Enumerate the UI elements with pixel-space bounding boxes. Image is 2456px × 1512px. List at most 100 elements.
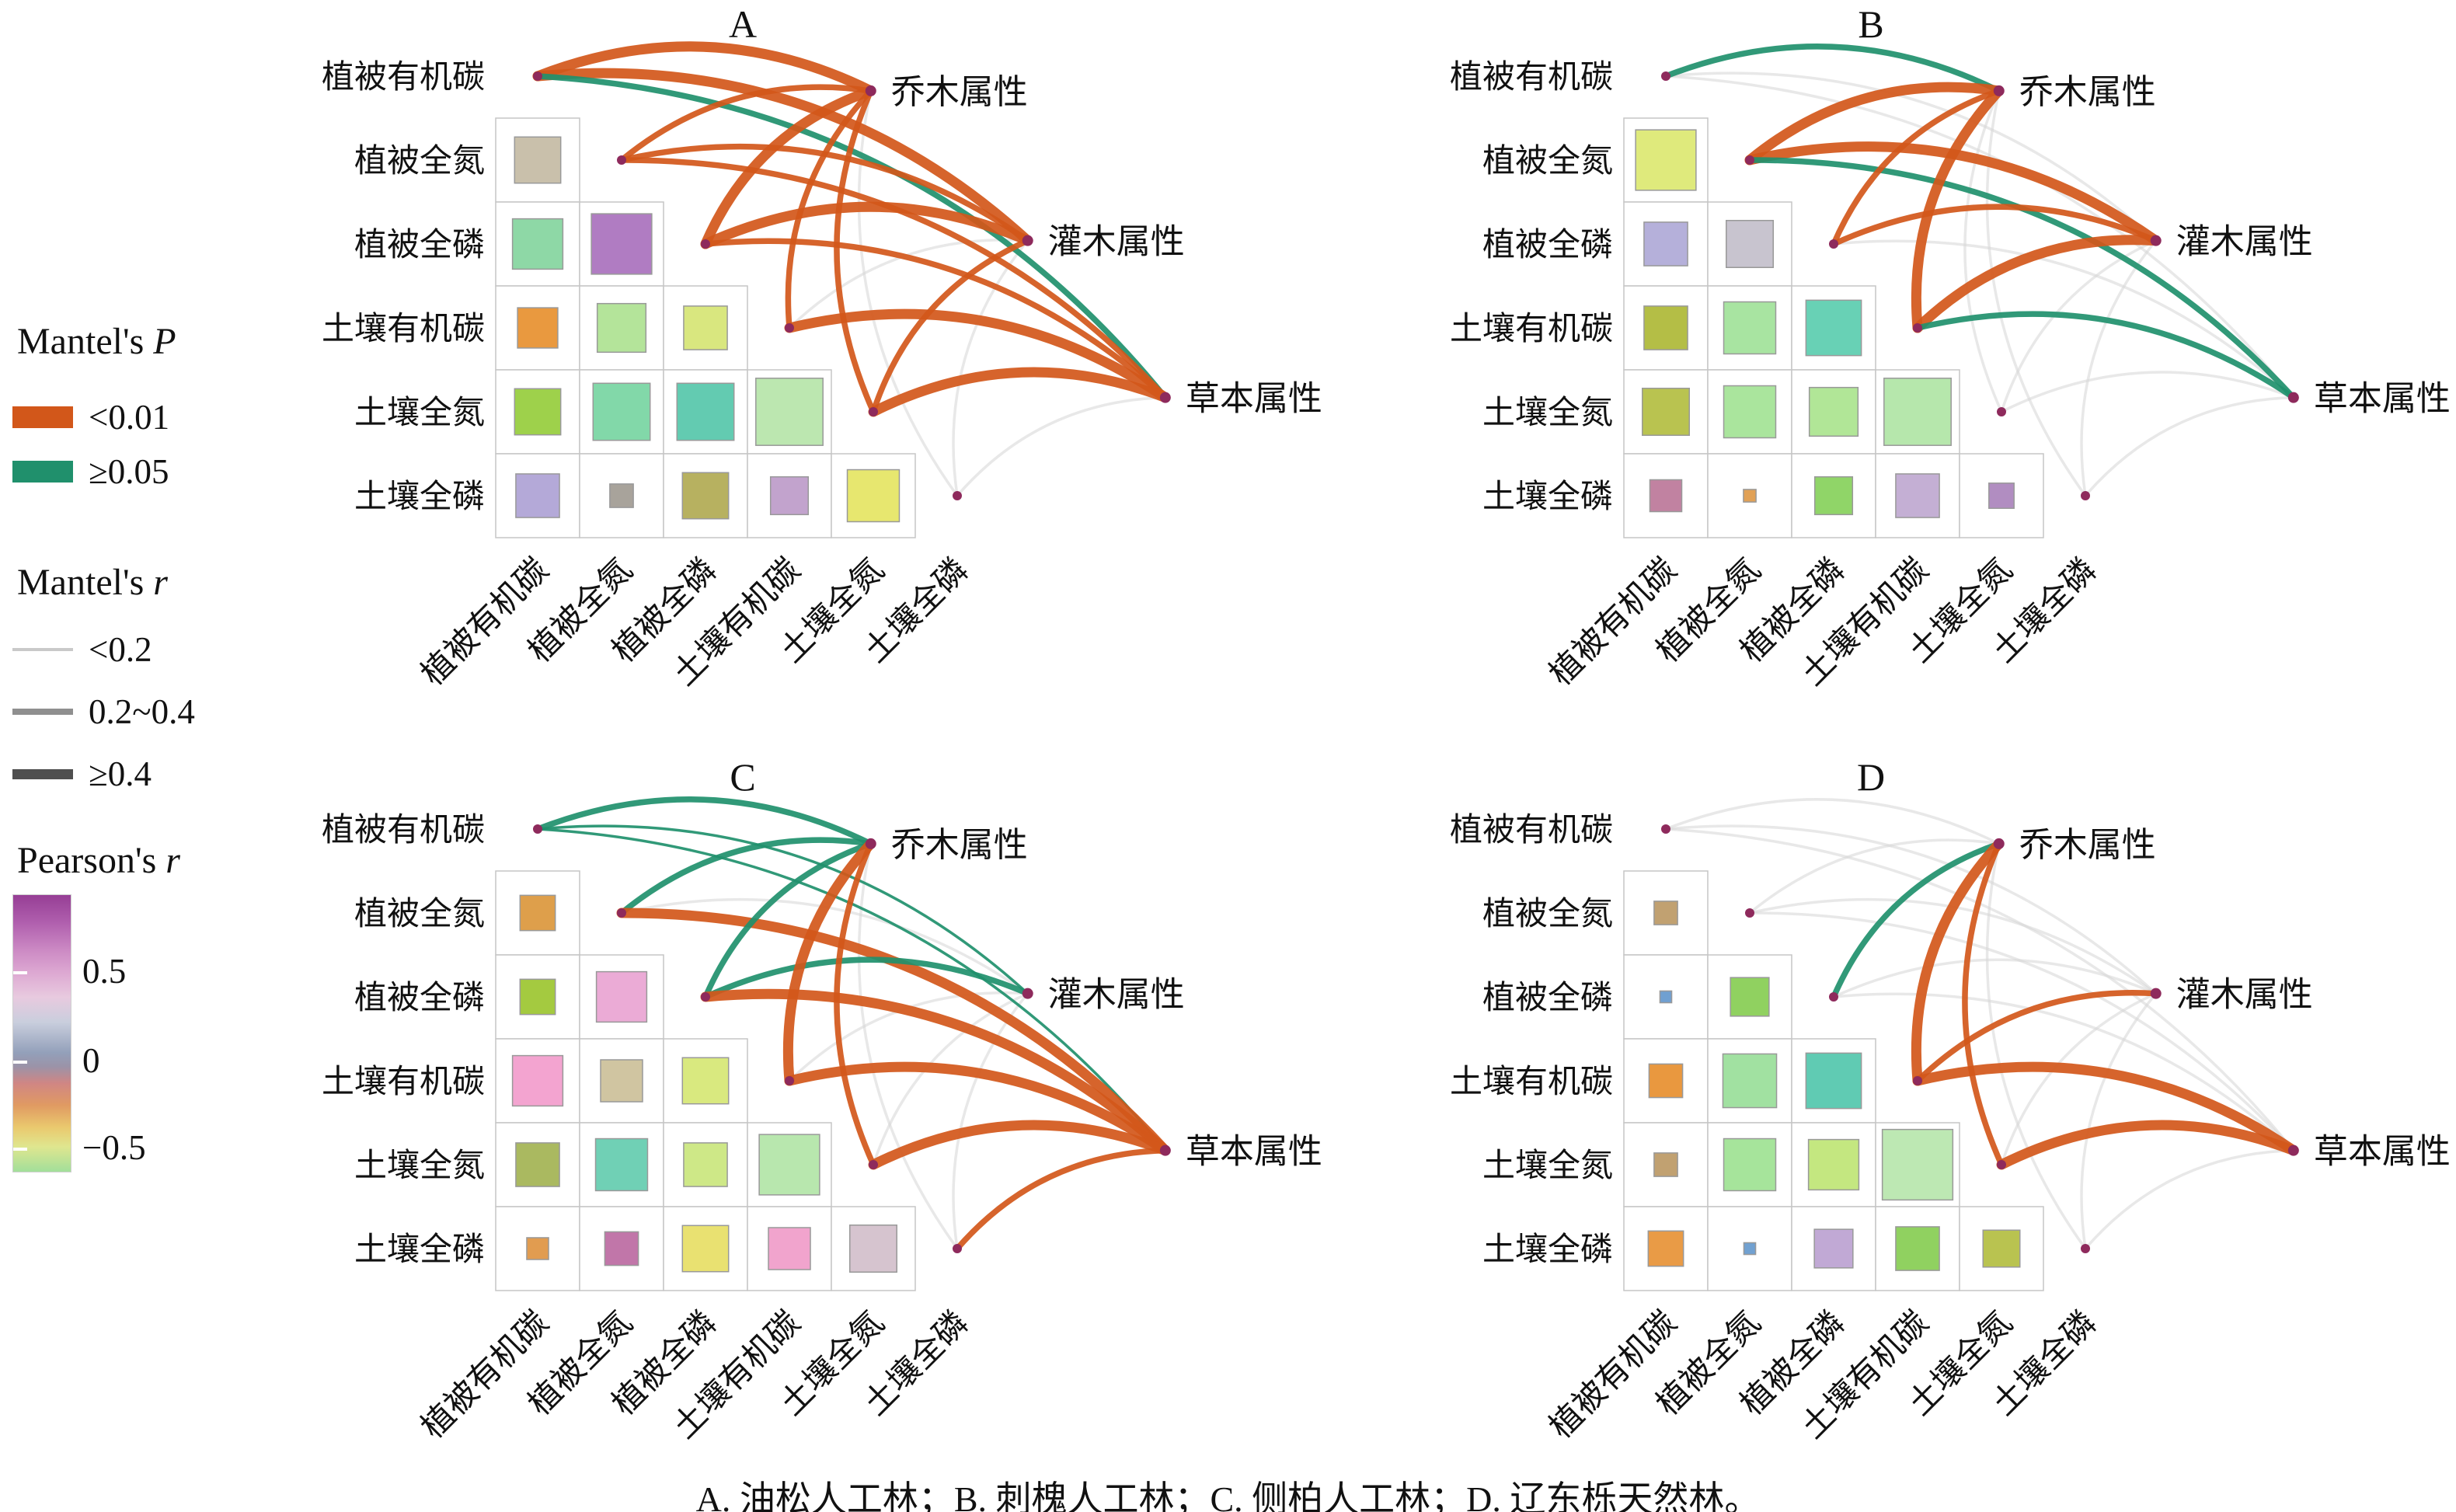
mantel-link [952,991,1029,1250]
matrix-cell [592,382,651,441]
mantel-link [616,908,1171,1156]
matrix-cell [515,473,560,518]
matrix-cell [1642,388,1690,436]
matrix-cell [768,1227,811,1270]
matrix-cell [846,469,901,523]
grid-cell [1791,1122,1876,1207]
matrix-cell [758,1134,820,1196]
row-label: 土壤全氮 [1482,1148,1613,1184]
pearson-colorbar-tick-label: 0 [82,1040,100,1080]
matrix-cell [514,388,562,436]
matrix-cell [683,305,728,350]
mantel-link [1832,992,2295,1152]
mantel-r-title-symbol: r [153,562,168,603]
mantel-link [857,89,959,497]
matrix-cell [526,1237,549,1260]
row-label: 土壤全磷 [354,1232,485,1268]
mantel-link [1748,911,2295,1152]
mantel-p-title-symbol: P [153,321,176,362]
row-label: 土壤全氮 [354,395,485,431]
mantel-link [618,84,874,163]
matrix-cell [1726,220,1774,268]
mantel-link [2000,371,2295,413]
node-label: 乔木属性 [2019,826,2156,864]
pearson-colorbar-tick [13,1148,27,1151]
mantel-link [700,85,876,249]
mantel-link [702,841,874,1000]
pearson-colorbar-tick [13,971,27,975]
mantel-link [1963,89,2003,413]
variable-anchor-dot [1745,908,1754,918]
row-label: 土壤全氮 [1482,395,1613,431]
mantel-link [1831,204,2159,247]
variable-anchor-dot [617,155,626,165]
matrix-cell [1649,479,1683,513]
matrix-cell [609,483,634,508]
variable-anchor-dot [785,323,794,333]
mantel-link [1832,239,2295,399]
matrix-cell [1808,386,1859,437]
row-label: 土壤有机碳 [1450,311,1613,347]
mantel-link [702,238,1169,401]
mantel-link [1748,897,2158,995]
matrix-cell [514,136,562,184]
matrix-cell [1805,1052,1862,1110]
column-label: 植被有机碳 [415,1305,556,1446]
variable-anchor-dot [953,1244,962,1253]
variable-anchor-dot [2081,1244,2090,1253]
mantel-link [870,237,1031,415]
node-dot [2287,1144,2299,1156]
mantel-link [1744,82,2005,165]
mantel-p-title-text: Mantel's [17,321,154,362]
row-label: 植被有机碳 [322,813,485,848]
mantel-link [2084,1148,2295,1250]
node-label: 乔木属性 [891,73,1028,111]
column-label: 植被有机碳 [415,552,556,693]
row-label: 植被全磷 [354,227,485,263]
panel-title: D [1857,755,1885,799]
matrix-cell [1730,977,1770,1017]
matrix-cell [1643,221,1688,267]
mantel-r-label-2: ≥0.4 [89,754,152,793]
row-label: 植被全氮 [1482,143,1613,179]
variable-anchor-dot [1997,407,2006,416]
mantel-p-item-lt001: <0.01 [12,398,170,437]
variable-anchor-dot [869,1160,878,1169]
matrix-cell [1982,1229,2021,1268]
node-label: 乔木属性 [2019,73,2156,111]
row-label: 植被全氮 [1482,896,1613,932]
variable-anchor-dot [617,908,626,918]
mantel-link [618,157,1169,401]
variable-anchor-dot [1829,992,1838,1002]
variable-anchor-dot [1913,323,1922,333]
matrix-cell [681,472,730,520]
matrix-cell [1723,385,1777,439]
matrix-cell [595,970,648,1023]
matrix-cell [676,382,735,441]
grid-cell [831,453,916,538]
matrix-cell [594,1137,649,1192]
pearson-r-title-text: Pearson's [17,840,166,881]
matrix-cell [1743,1242,1757,1256]
panel-title: B [1858,2,1883,46]
matrix-cell [519,894,556,932]
node-label: 灌木属性 [1048,976,1185,1014]
variable-anchor-dot [1661,71,1670,81]
mantel-link [868,367,1171,417]
node-label: 灌木属性 [2176,223,2313,261]
matrix-cell [683,1142,728,1187]
mantel-r-label-0: <0.2 [89,630,152,669]
mantel-p-label-lt001: <0.01 [89,398,170,437]
mantel-link [1664,824,2158,995]
matrix-cell [519,978,556,1016]
variable-anchor-dot [1661,824,1670,834]
mantel-link [857,842,959,1250]
column-label: 植被有机碳 [1543,1305,1684,1446]
row-label: 植被全磷 [1482,227,1613,263]
row-label: 植被全氮 [354,143,485,179]
node-dot [1993,85,2005,96]
mantel-link [1747,157,2297,401]
mantel-link [1744,141,2162,246]
matrix-cell [515,1142,560,1187]
matrix-cell [1881,1128,1954,1201]
